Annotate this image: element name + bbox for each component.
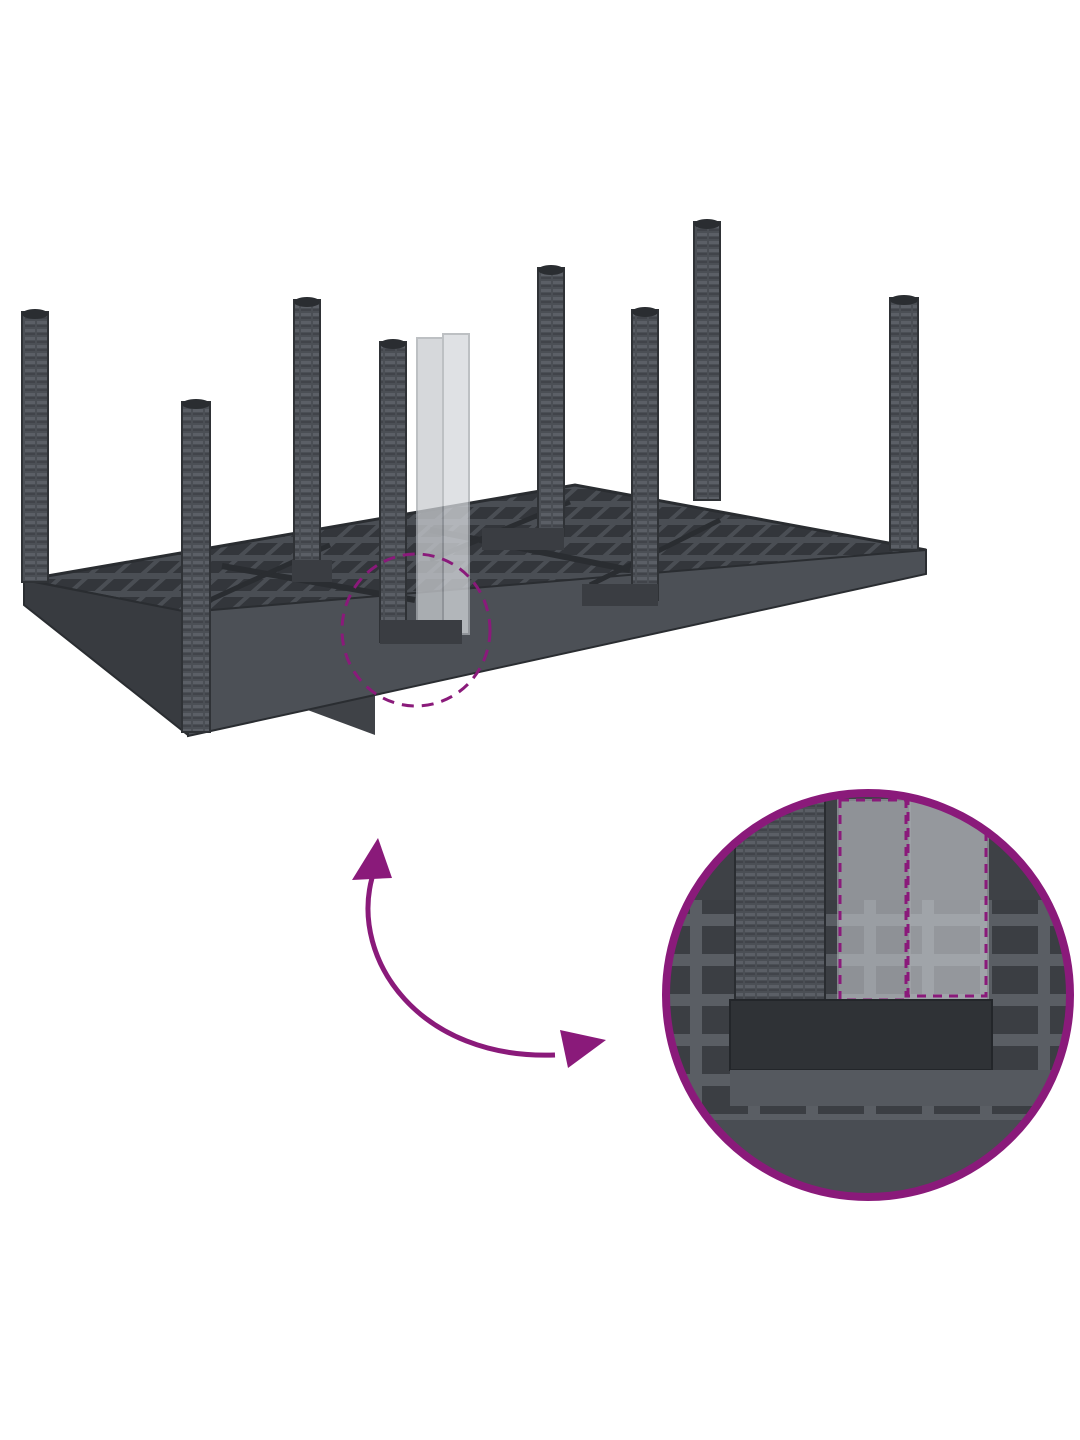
highlight-circle (340, 552, 492, 708)
leg (292, 297, 332, 582)
leg (582, 307, 659, 606)
leg (482, 265, 565, 550)
base-tray (23, 483, 927, 738)
ghost-post (416, 333, 470, 639)
zoom-detail (662, 789, 1074, 1201)
leg (379, 339, 462, 644)
curved-double-arrow-icon (352, 838, 606, 1068)
leg (889, 295, 919, 551)
legs (21, 219, 919, 733)
leg (693, 219, 721, 501)
leg (181, 399, 211, 733)
leg (21, 309, 49, 583)
